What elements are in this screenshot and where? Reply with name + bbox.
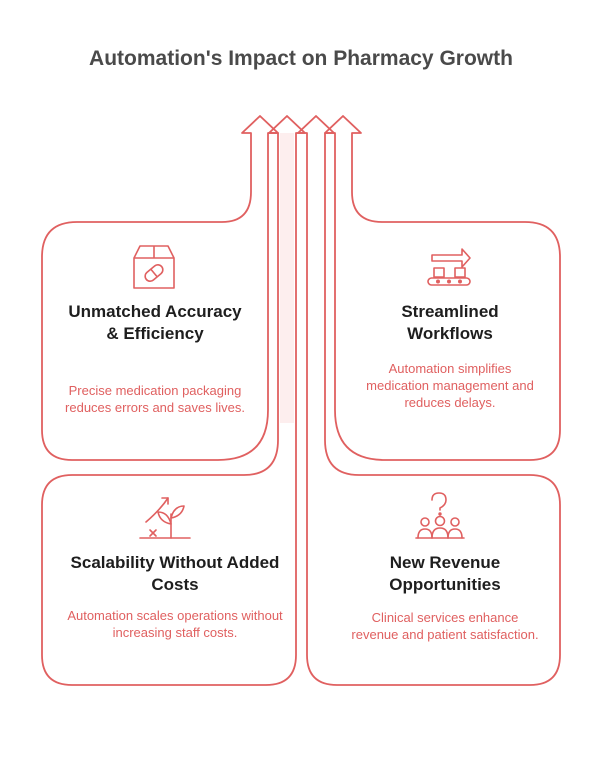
page-title: Automation's Impact on Pharmacy Growth [89, 47, 513, 70]
card-revenue-text: Clinical services enhance revenue and pa… [351, 610, 539, 642]
conveyor-arrow-icon [427, 248, 471, 286]
card-revenue-shape [297, 115, 561, 686]
card-accuracy-title: Unmatched Accuracy & Efficiency [68, 302, 242, 343]
center-shaft-fill [280, 133, 294, 423]
package-pill-icon [133, 245, 175, 289]
people-idea-icon [415, 492, 465, 539]
card-accuracy-text: Precise medication packaging reduces err… [65, 383, 245, 415]
card-workflows-shape [324, 115, 561, 461]
card-scalability-title: Scalability Without Added Costs [70, 553, 280, 594]
card-revenue-title: New Revenue Opportunities [389, 553, 501, 594]
card-scalability-shape [41, 115, 306, 686]
card-scalability-text: Automation scales operations without inc… [67, 608, 283, 640]
card-accuracy-shape [41, 115, 279, 461]
card-workflows-title: Streamlined Workflows [401, 302, 499, 343]
card-workflows-text: Automation simplifies medication managem… [366, 361, 534, 410]
growth-plant-icon [139, 497, 191, 539]
